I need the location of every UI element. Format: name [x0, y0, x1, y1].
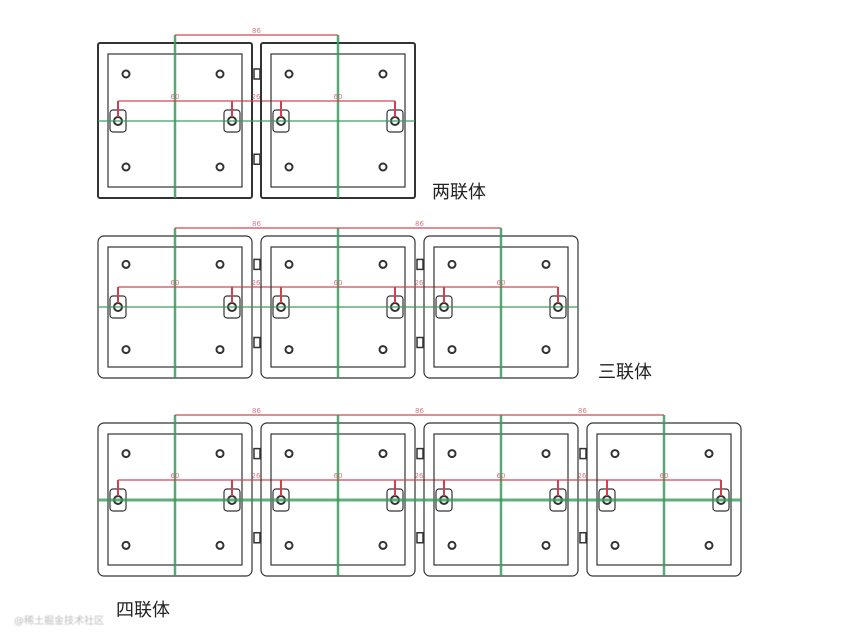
gap-label: 26	[252, 93, 261, 101]
pitch-label: 86	[578, 407, 587, 415]
connector-clip	[579, 447, 587, 460]
connector-clip	[253, 258, 261, 271]
gap-label: 26	[415, 279, 424, 287]
screw-hole	[121, 449, 131, 459]
tab-span-label: 60	[497, 472, 506, 480]
pitch-label: 86	[252, 407, 261, 415]
screw-hole	[284, 259, 294, 269]
screw-hole	[610, 449, 620, 459]
screw-hole	[215, 162, 225, 172]
connector-clip	[416, 336, 424, 349]
pitch-label: 86	[252, 27, 261, 35]
tab-span-label: 60	[660, 472, 669, 480]
screw-hole	[447, 540, 457, 550]
tab-span-label: 60	[334, 279, 343, 287]
pitch-label: 86	[415, 407, 424, 415]
tab-span-label: 60	[334, 93, 343, 101]
screw-hole	[215, 345, 225, 355]
gap-label: 26	[252, 472, 261, 480]
screw-hole	[215, 540, 225, 550]
connector-clip	[253, 336, 261, 349]
connector-clip	[253, 153, 261, 165]
tab-span-label: 60	[334, 472, 343, 480]
screw-hole	[704, 449, 714, 459]
pitch-label: 86	[252, 220, 261, 228]
screw-hole	[121, 162, 131, 172]
screw-hole	[121, 69, 131, 79]
screw-hole	[447, 345, 457, 355]
watermark: @稀土掘金技术社区	[14, 616, 104, 627]
screw-hole	[121, 540, 131, 550]
connector-clip	[416, 532, 424, 544]
screw-hole	[610, 540, 620, 550]
gap-label: 26	[415, 472, 424, 480]
screw-hole	[541, 259, 551, 269]
tab-span-label: 60	[497, 279, 506, 287]
screw-hole	[284, 345, 294, 355]
tab-span-label: 60	[171, 279, 180, 287]
screw-hole	[121, 345, 131, 355]
screw-hole	[541, 540, 551, 550]
screw-hole	[704, 540, 714, 550]
screw-hole	[541, 449, 551, 459]
connector-clip	[253, 447, 261, 460]
screw-hole	[284, 540, 294, 550]
screw-hole	[284, 162, 294, 172]
screw-hole	[121, 259, 131, 269]
tab-span-label: 60	[171, 472, 180, 480]
screw-hole	[215, 69, 225, 79]
pitch-label: 86	[415, 220, 424, 228]
gap-label: 26	[252, 279, 261, 287]
group-label-two: 两联体	[432, 182, 486, 203]
screw-hole	[378, 259, 388, 269]
screw-hole	[284, 449, 294, 459]
screw-hole	[378, 449, 388, 459]
screw-hole	[378, 540, 388, 550]
screw-hole	[215, 449, 225, 459]
screw-hole	[378, 162, 388, 172]
screw-hole	[447, 449, 457, 459]
screw-hole	[447, 259, 457, 269]
screw-hole	[541, 345, 551, 355]
connector-clip	[253, 532, 261, 544]
connector-clip	[579, 532, 587, 544]
group-label-four: 四联体	[116, 600, 170, 621]
group-label-three: 三联体	[598, 362, 652, 383]
screw-hole	[215, 259, 225, 269]
screw-hole	[284, 69, 294, 79]
gap-label: 26	[578, 472, 587, 480]
connector-clip	[416, 258, 424, 271]
connector-clip	[416, 447, 424, 460]
screw-hole	[378, 69, 388, 79]
tab-span-label: 60	[171, 93, 180, 101]
connector-clip	[253, 68, 261, 80]
screw-hole	[378, 345, 388, 355]
